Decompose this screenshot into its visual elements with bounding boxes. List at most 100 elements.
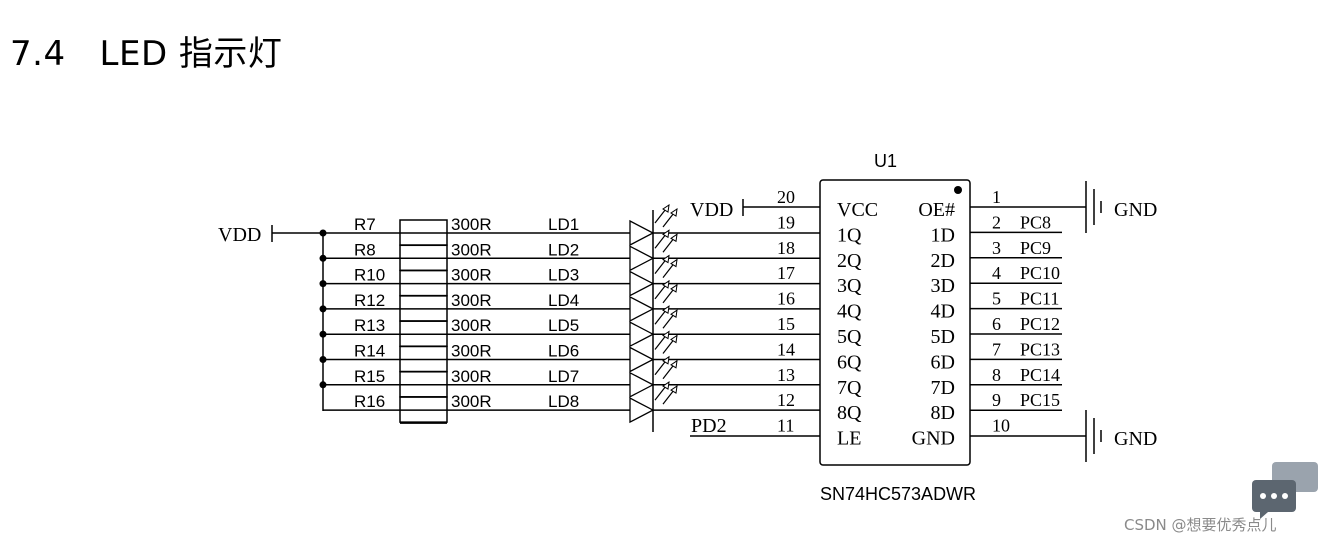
gnd-top-label: GND xyxy=(1114,199,1157,221)
page-title: 7.4 LED 指示灯 xyxy=(10,26,282,75)
led-row: R10 300R LD3 xyxy=(319,254,820,297)
resistor-value-label: 300R xyxy=(451,266,492,285)
led-arrow-head xyxy=(670,385,678,394)
resistor-ref-label: R13 xyxy=(354,316,385,335)
led-symbol xyxy=(629,295,655,322)
ic-left-pin-name: 3Q xyxy=(837,275,862,297)
gnd-bottom-label: GND xyxy=(1114,428,1157,450)
led-symbol xyxy=(629,346,655,373)
ic-ref-label: U1 xyxy=(874,151,897,171)
ic-pins: 20VCC191Q182Q173Q164Q155Q146Q137Q128Q11L… xyxy=(777,187,1062,450)
ic-left-pin-name: LE xyxy=(837,428,861,450)
ic-left-pin-number: 13 xyxy=(777,365,795,385)
led-ref-label: LD3 xyxy=(548,266,579,285)
resistor-value-label: 300R xyxy=(451,392,492,411)
ic-right-pin-name: 8D xyxy=(931,402,955,424)
ic-left-pin-number: 12 xyxy=(777,390,795,410)
ic-right-pin-name: 6D xyxy=(931,351,955,373)
ic-right-pin-number: 6 xyxy=(992,314,1001,334)
led-ref-label: LD8 xyxy=(548,392,579,411)
section-number: 7.4 xyxy=(10,34,66,74)
resistor-ref-label: R14 xyxy=(354,342,385,361)
resistor-value-label: 300R xyxy=(451,367,492,386)
led-arrow-head xyxy=(662,381,670,390)
le-net-label: PD2 xyxy=(691,415,727,437)
resistor-value-label: 300R xyxy=(451,342,492,361)
resistor-value-label: 300R xyxy=(451,215,492,234)
ic-left-pin-name: 4Q xyxy=(837,301,862,323)
ic-right-pin-name: 1D xyxy=(931,224,955,246)
resistor-ref-label: R16 xyxy=(354,392,385,411)
led-ref-label: LD7 xyxy=(548,367,579,386)
ic-right-net-label: PC13 xyxy=(1020,339,1060,359)
ic-right-pin-name: 4D xyxy=(931,301,955,323)
led-row: R8 300R LD2 xyxy=(319,229,820,272)
led-arrow-head xyxy=(670,283,678,293)
led-symbol xyxy=(629,397,655,424)
ic-left-pin-number: 15 xyxy=(777,314,795,334)
static-wiring: VDD VDD PD2 U1 SN74HC573ADWR GND GND xyxy=(218,151,1157,504)
ic-left-pin-name: 2Q xyxy=(837,250,862,272)
resistor-value-label: 300R xyxy=(451,291,492,310)
resistor-value-label: 300R xyxy=(451,240,492,259)
ic-right-net-label: PC15 xyxy=(1020,390,1060,410)
led-row: R16 300R LD8 xyxy=(323,381,820,424)
ic-left-pin-number: 19 xyxy=(777,212,795,232)
ic-part-label: SN74HC573ADWR xyxy=(820,484,976,504)
resistor-ref-label: R8 xyxy=(354,240,376,259)
chat-bubble-icon xyxy=(1252,462,1318,519)
ic-left-pin-number: 17 xyxy=(777,263,795,283)
ic-right-pin-number: 3 xyxy=(992,238,1001,258)
csdn-watermark: CSDN @想要优秀点儿 xyxy=(1124,516,1277,534)
led-arrow-head xyxy=(670,334,678,344)
led-arrow-head xyxy=(662,203,670,213)
resistor-ref-label: R7 xyxy=(354,215,376,234)
ic-right-pin-number: 7 xyxy=(992,339,1001,359)
led-arrow-head xyxy=(670,233,678,243)
ic-right-pin-number: 5 xyxy=(992,289,1001,309)
led-ref-label: LD5 xyxy=(548,316,579,335)
led-symbol xyxy=(629,219,655,247)
led-row: R14 300R LD6 xyxy=(319,330,820,373)
ic-left-pin-name: 5Q xyxy=(837,326,862,348)
vdd-ic-label: VDD xyxy=(690,199,733,221)
resistor-ref-label: R15 xyxy=(354,367,385,386)
led-ref-label: LD2 xyxy=(548,240,579,259)
ic-right-pin-number: 1 xyxy=(992,187,1001,207)
resistor-ref-label: R12 xyxy=(354,291,385,310)
led-arrow-head xyxy=(662,254,670,264)
ic-left-pin-name: 6Q xyxy=(837,351,862,373)
ic-left-pin-number: 11 xyxy=(777,416,794,436)
ic-right-pin-number: 2 xyxy=(992,212,1001,232)
led-ref-label: LD6 xyxy=(548,342,579,361)
led-arrow-head xyxy=(662,355,670,365)
ic-right-pin-name: 3D xyxy=(931,275,955,297)
led-row: R7 300R LD1 xyxy=(319,203,820,247)
ic-right-pin-number: 9 xyxy=(992,390,1001,410)
led-arrow-head xyxy=(670,359,678,369)
led-arrow-head xyxy=(670,309,678,319)
ic-right-pin-number: 4 xyxy=(992,263,1001,283)
led-arrow-head xyxy=(662,305,670,315)
ic-right-net-label: PC12 xyxy=(1020,314,1060,334)
led-arrow-head xyxy=(670,258,678,268)
ic-left-pin-number: 14 xyxy=(777,339,795,359)
ic-left-pin-number: 18 xyxy=(777,238,795,258)
led-arrow-head xyxy=(670,207,678,217)
led-arrow-head xyxy=(662,229,670,239)
vdd-left-label: VDD xyxy=(218,224,261,246)
ic-right-pin-number: 10 xyxy=(992,416,1010,436)
ic-pin1-dot xyxy=(954,186,962,194)
ic-left-pin-name: 8Q xyxy=(837,402,862,424)
led-ref-label: LD1 xyxy=(548,215,579,234)
ic-left-pin-number: 20 xyxy=(777,187,795,207)
led-symbol xyxy=(629,371,655,398)
resistor-ref-label: R10 xyxy=(354,266,385,285)
ic-right-pin-name: 7D xyxy=(931,377,955,399)
ic-right-net-label: PC11 xyxy=(1020,289,1059,309)
led-arrow-head xyxy=(662,279,670,289)
led-arrow-head xyxy=(662,330,670,340)
